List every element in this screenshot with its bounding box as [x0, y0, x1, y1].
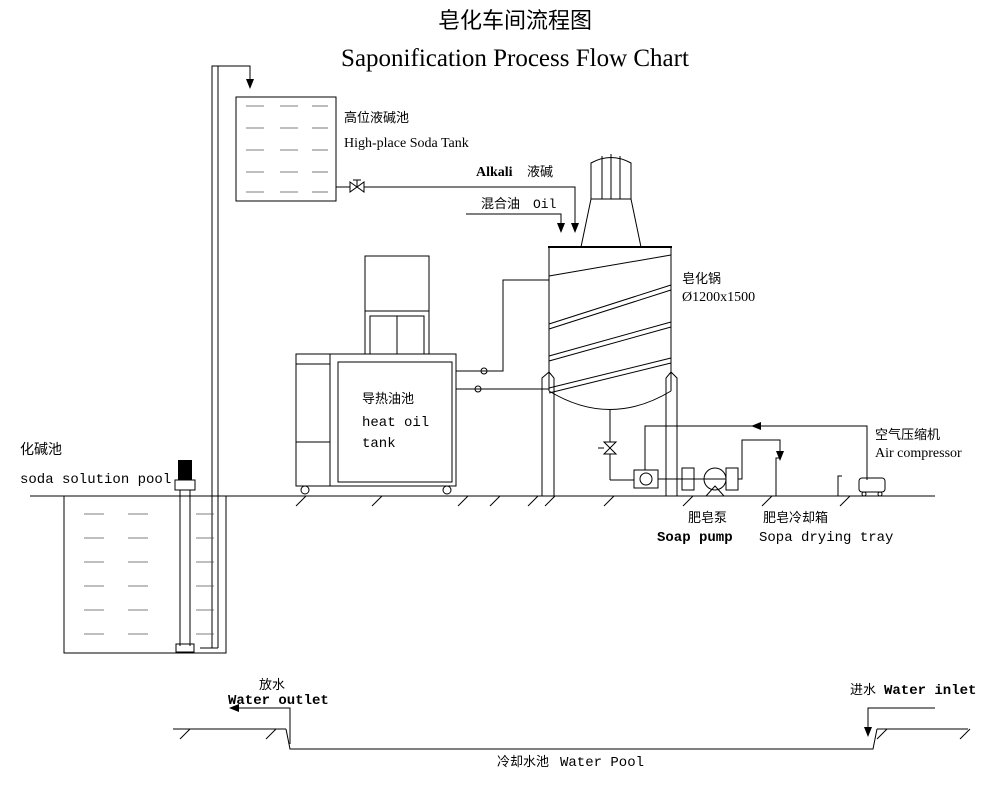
ground-line: [30, 495, 935, 507]
discharge-valve-icon: [598, 428, 618, 480]
heat-tank-label-en-1: heat oil: [362, 415, 429, 431]
soda-solution-pool: [63, 496, 227, 654]
high-tank-label-cn: 高位液碱池: [344, 110, 409, 126]
oil-label-en: Oil: [533, 197, 557, 212]
heat-tank-label-cn: 导热油池: [362, 392, 414, 407]
water-pool-label-en: Water Pool: [560, 755, 644, 771]
air-line: [644, 422, 868, 480]
alkali-feed-line: [336, 179, 579, 233]
alkali-valve-icon: [349, 179, 365, 193]
water-inlet-pipe: [864, 707, 935, 737]
water-inlet-label-en: Water inlet: [884, 683, 976, 699]
soda-pool-label-cn: 化碱池: [20, 442, 62, 458]
high-place-soda-tank: [235, 96, 337, 202]
kettle-size-label: Ø1200x1500: [682, 290, 755, 305]
oil-label-cn: 混合油: [481, 197, 520, 212]
alkali-label-cn: 液碱: [527, 165, 553, 180]
water-pool: [173, 728, 971, 750]
air-compressor-label-en: Air compressor: [875, 446, 962, 461]
air-compressor-label-cn: 空气压缩机: [875, 427, 940, 443]
saponification-kettle: [541, 154, 678, 496]
drying-tray-label-en: Sopa drying tray: [759, 530, 893, 546]
water-pool-label-cn: 冷却水池: [497, 755, 549, 770]
soap-pump-label-cn: 肥皂泵: [688, 511, 727, 526]
title-en: Saponification Process Flow Chart: [341, 45, 689, 72]
soap-drying-tray-icon: [775, 457, 780, 496]
water-outlet-label-cn: 放水: [259, 678, 285, 693]
vertical-pump-icon: [174, 460, 196, 653]
kettle-label-cn: 皂化锅: [682, 271, 721, 287]
air-compressor-icon: [837, 475, 886, 497]
soap-pump-icon: [610, 439, 784, 497]
soap-pump-label-en: Soap pump: [657, 530, 733, 546]
alkali-label-en: Alkali: [476, 165, 513, 180]
water-outlet-pipe: [229, 704, 291, 744]
water-outlet-label-en: Water outlet: [228, 693, 329, 709]
title-cn: 皂化车间流程图: [438, 9, 592, 34]
oil-feed-line: [466, 213, 565, 233]
water-inlet-label-cn: 进水: [850, 683, 876, 698]
heat-oil-pipes: [456, 279, 549, 393]
drying-tray-label-cn: 肥皂冷却箱: [763, 510, 828, 526]
heat-tank-label-en-2: tank: [362, 436, 396, 452]
soda-supply-pipe: [200, 65, 254, 649]
high-tank-label-en: High-place Soda Tank: [344, 136, 469, 151]
soda-pool-label-en: soda solution pool: [20, 472, 171, 488]
heat-oil-tank: [295, 255, 457, 495]
